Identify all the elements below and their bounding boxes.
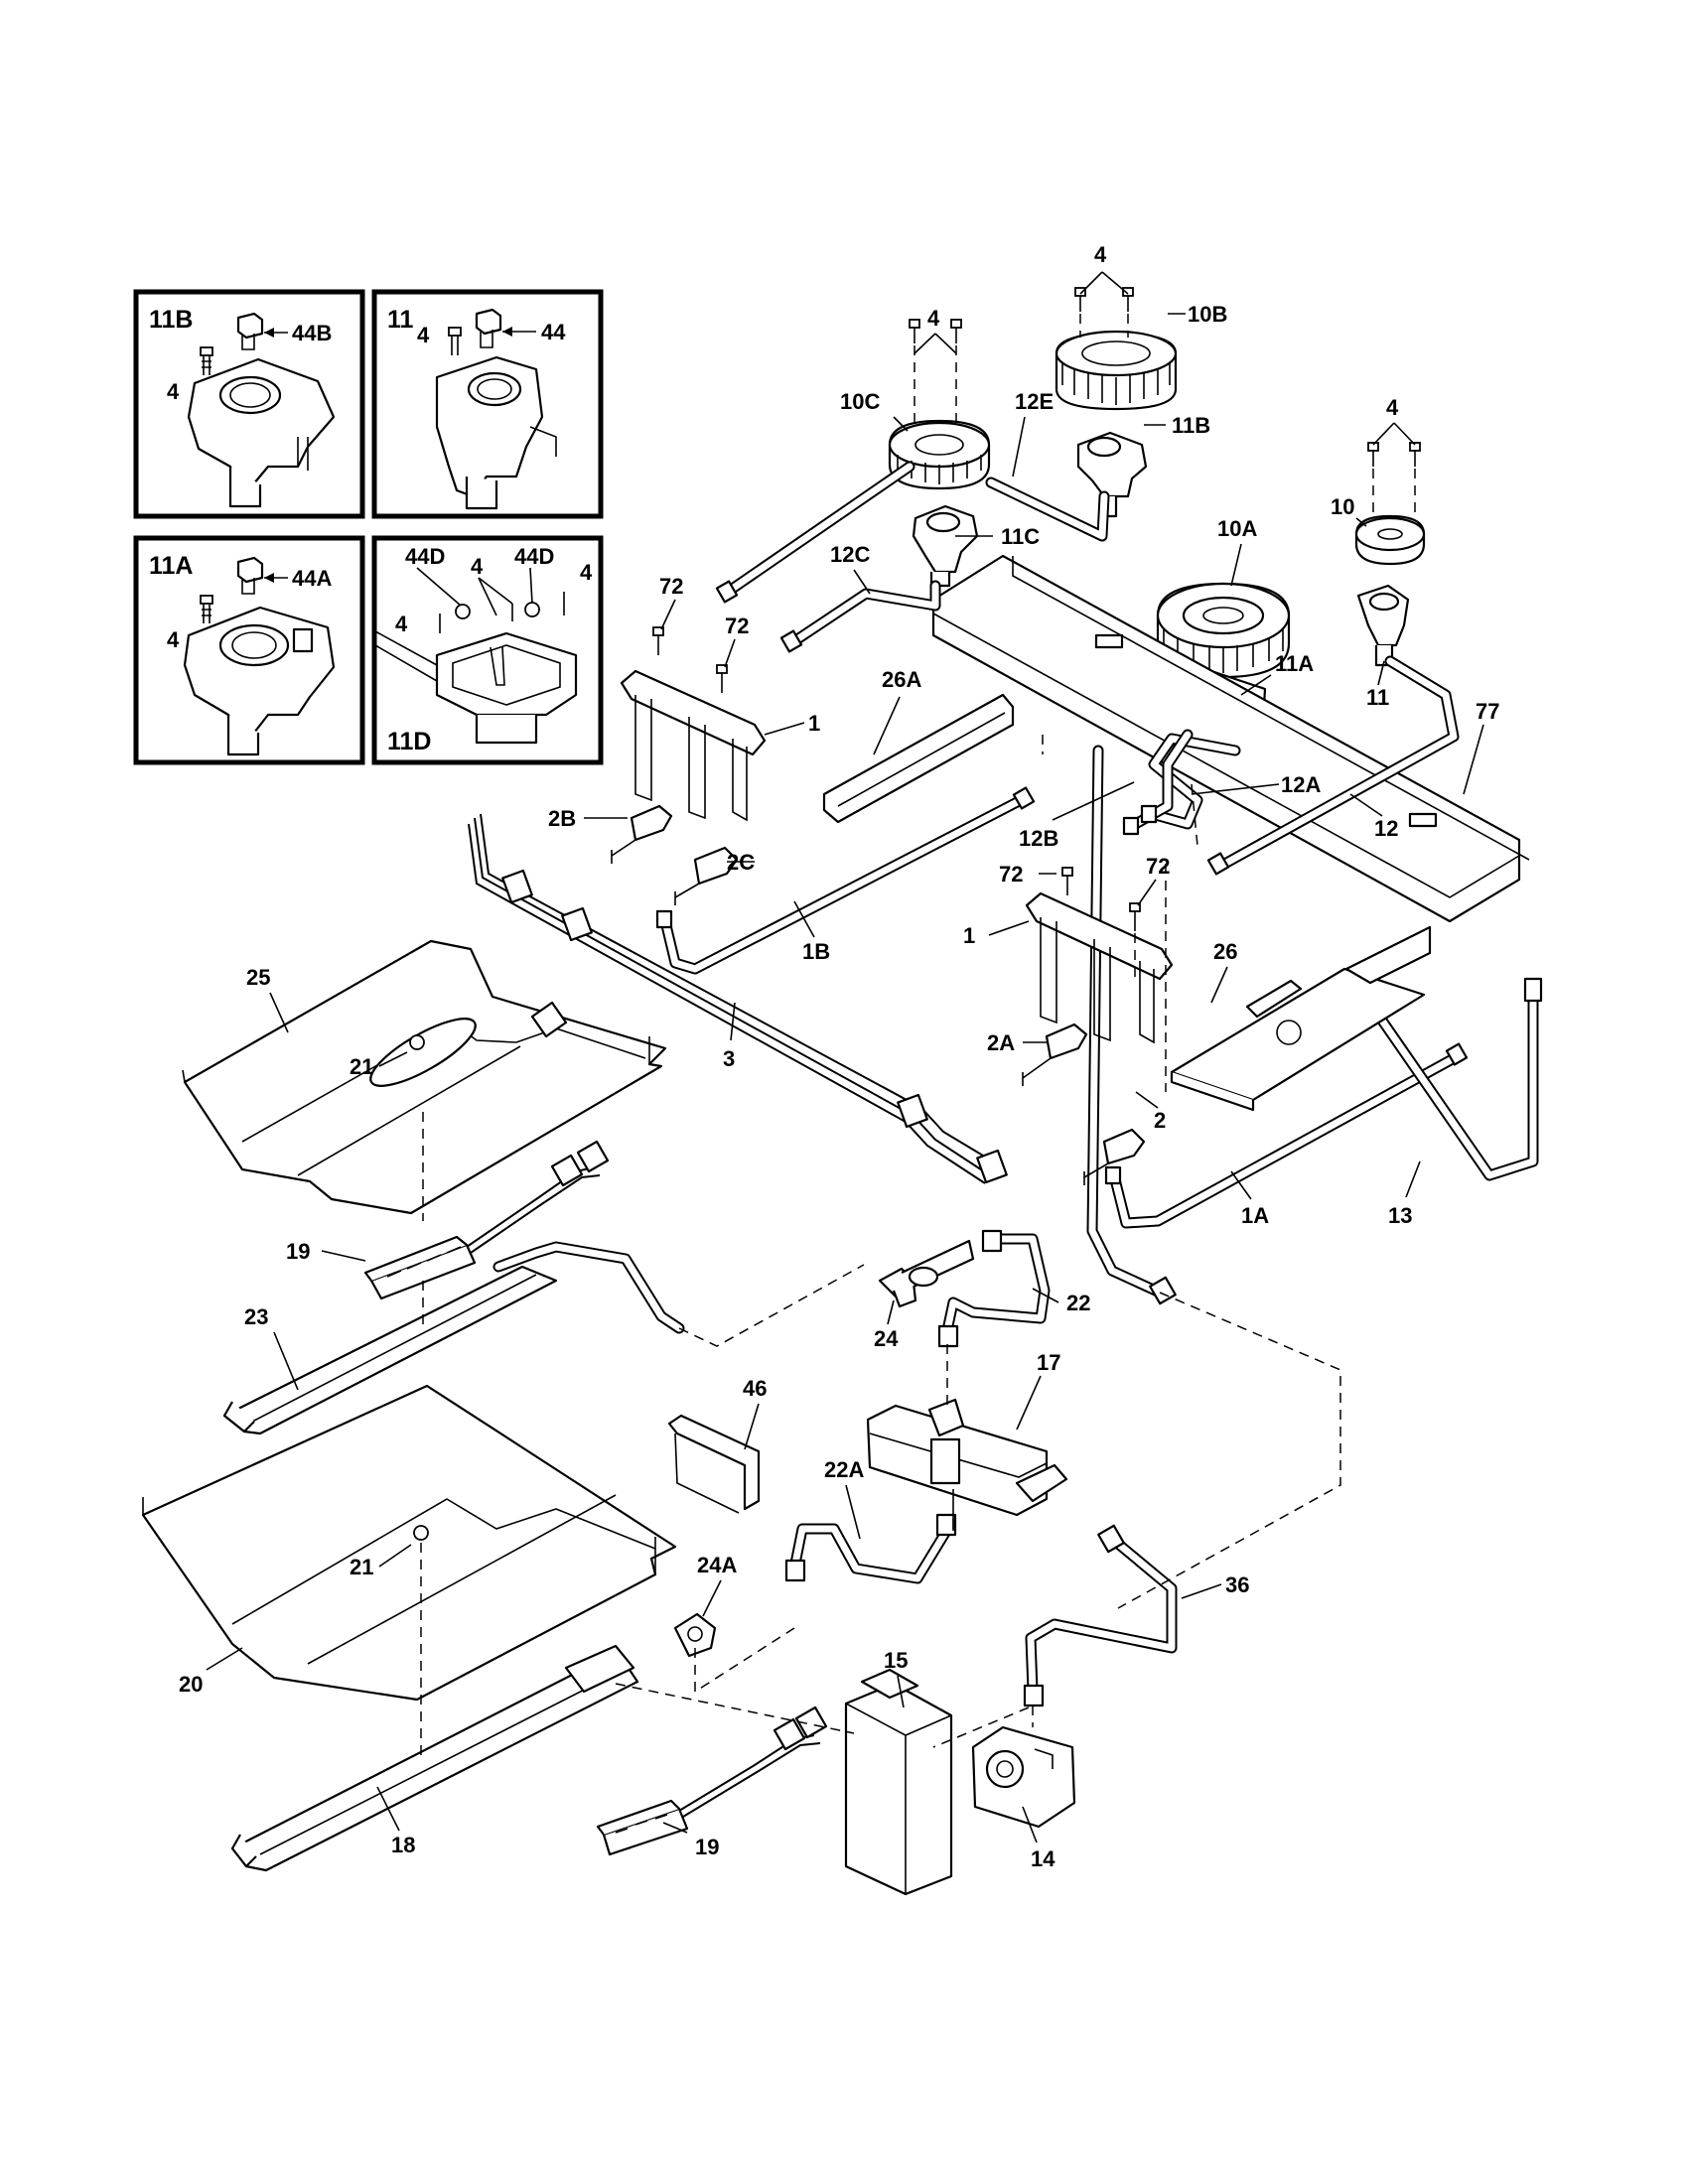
inset-11-screw-label: 4 [417, 323, 430, 347]
callout-24: 24 [874, 1326, 899, 1351]
inset-11d-label-4-left: 4 [395, 612, 408, 636]
callout-2c: 2C [727, 850, 755, 875]
regulator-14 [971, 1725, 1076, 1829]
screws-72 [652, 626, 1167, 1092]
inset-11a-screw-label: 4 [167, 627, 180, 652]
callout-2b: 2B [548, 806, 576, 831]
control-module-15 [844, 1668, 953, 1896]
callout-14: 14 [1031, 1846, 1055, 1871]
inset-11: 11 44 4 [371, 289, 604, 519]
callout-26: 26 [1213, 939, 1237, 964]
assembly-dashed-lines [420, 735, 1341, 1757]
inset-11-title: 11 [387, 306, 414, 334]
inset-11a: 11A 44A 4 [133, 535, 365, 765]
inset-11b-screw-label: 4 [167, 379, 180, 404]
callout-46: 46 [743, 1376, 767, 1401]
callout-2: 2 [1154, 1108, 1166, 1133]
inset-11d-label-4-center: 4 [471, 554, 484, 579]
callout-72-a: 72 [659, 574, 683, 599]
callout-2a: 2A [987, 1030, 1015, 1055]
callout-12b: 12B [1019, 826, 1058, 851]
wire-harness-3 [468, 813, 1008, 1184]
callout-22: 22 [1066, 1291, 1090, 1315]
bracket-26a [822, 693, 1015, 824]
callout-12e: 12E [1015, 389, 1054, 414]
safety-valve-17 [866, 1398, 1068, 1531]
callout-17: 17 [1037, 1350, 1060, 1375]
burner-10c [888, 319, 991, 490]
callout-11: 11 [1366, 685, 1389, 710]
orifice-24a [673, 1612, 717, 1658]
callout-23: 23 [244, 1304, 268, 1329]
callout-21-upper: 21 [350, 1054, 373, 1079]
orifice-24 [878, 1239, 975, 1308]
callout-12a: 12A [1281, 772, 1321, 797]
callout-11a: 11A [1275, 651, 1314, 676]
inset-11b: 11B 44B 4 [133, 289, 365, 519]
inset-11d-label-4-right: 4 [580, 560, 593, 585]
igniter-19-upper [363, 1140, 610, 1300]
callout-21-lower: 21 [350, 1555, 373, 1579]
callout-22a: 22A [824, 1457, 864, 1482]
bracket-46 [667, 1414, 761, 1514]
callout-18: 18 [391, 1833, 415, 1857]
callout-1-upper: 1 [808, 711, 820, 736]
burner-10a [1156, 582, 1291, 679]
valve-11c [912, 504, 979, 588]
burner-10b [1055, 287, 1178, 411]
valve-11 [1356, 584, 1410, 667]
callout-4-10: 4 [1386, 395, 1399, 420]
callout-4-10b: 4 [1094, 242, 1107, 267]
callout-10b: 10B [1188, 302, 1227, 327]
inset-11d-label-44d-right: 44D [514, 544, 554, 569]
inset-11a-title: 11A [149, 552, 193, 580]
inset-11d: 11D 44D 4 44D 4 4 [371, 535, 604, 765]
callout-4-10c: 4 [927, 306, 940, 331]
callout-1-lower: 1 [963, 923, 975, 948]
callout-77: 77 [1476, 699, 1499, 724]
callout-72-d: 72 [1146, 854, 1170, 879]
callout-3: 3 [723, 1046, 735, 1071]
inset-11a-cap-label: 44A [292, 566, 332, 591]
callout-12: 12 [1374, 816, 1398, 841]
callout-10: 10 [1331, 494, 1354, 519]
burner-frame-77 [931, 554, 1530, 923]
callout-26a: 26A [882, 667, 921, 692]
inset-11b-title: 11B [149, 306, 193, 334]
callout-labels: 4 10B 4 10C 12E 11B 4 10 11C 10A 12C 72 … [179, 242, 1499, 1871]
manifold-upper [611, 669, 767, 905]
igniter-19-lower [596, 1706, 828, 1856]
callout-72-b: 72 [725, 614, 749, 638]
inset-11-cap-label: 44 [541, 320, 566, 344]
broil-burner-18 [230, 1644, 639, 1872]
callout-24a: 24A [697, 1553, 737, 1577]
burner-10 [1354, 442, 1426, 566]
broil-shield-20 [141, 1384, 677, 1702]
callout-10c: 10C [840, 389, 880, 414]
shield-25 [182, 939, 667, 1215]
callout-25: 25 [246, 965, 270, 990]
callout-20: 20 [179, 1672, 203, 1697]
callout-10a: 10A [1217, 516, 1257, 541]
callout-1b: 1B [802, 939, 830, 964]
callout-15: 15 [884, 1648, 908, 1673]
callout-11b: 11B [1172, 413, 1210, 438]
tube-fittings [655, 580, 1543, 1707]
inset-11d-title: 11D [387, 728, 431, 755]
callout-36: 36 [1225, 1572, 1249, 1597]
gas-tubes [492, 461, 1539, 1696]
callout-19-lower: 19 [695, 1835, 719, 1859]
bake-burner-23 [222, 1265, 558, 1435]
callout-12c: 12C [830, 542, 870, 567]
inset-11d-label-44d-left: 44D [405, 544, 445, 569]
inset-11b-cap-label: 44B [292, 321, 332, 345]
callout-72-c: 72 [999, 862, 1023, 887]
callout-13: 13 [1388, 1203, 1412, 1228]
callout-11c: 11C [1001, 524, 1040, 549]
bracket-26 [1170, 925, 1432, 1112]
callout-1a: 1A [1241, 1203, 1269, 1228]
callout-19-upper: 19 [286, 1239, 310, 1264]
valve-11b [1076, 431, 1148, 518]
